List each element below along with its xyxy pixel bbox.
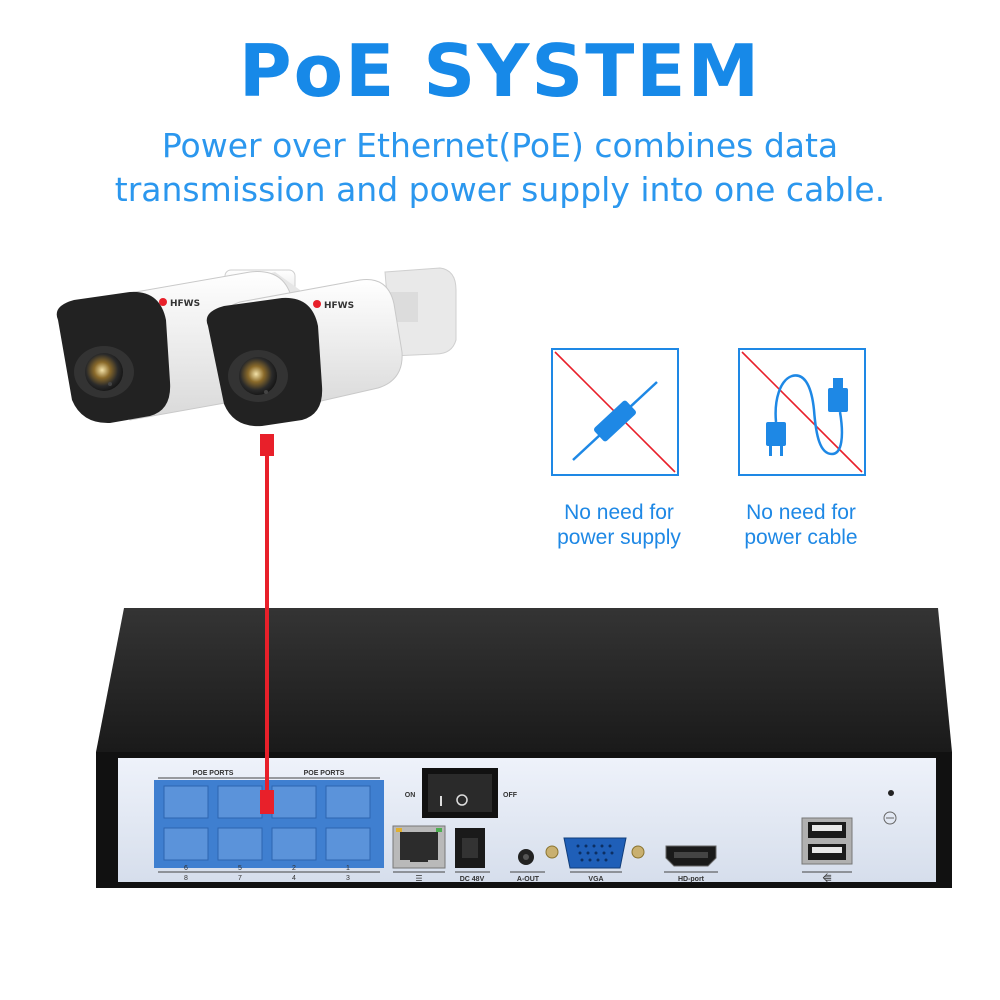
port-number: 8 [184,875,188,882]
page-title: PoE SYSTEM [238,29,762,113]
no-power-cable-icon [741,351,863,473]
port-number: 3 [346,875,350,882]
poe-port-5[interactable] [217,785,263,819]
subtitle-line-1: Power over Ethernet(PoE) combines data [161,126,839,165]
audio-out[interactable]: A-OUT [510,849,545,883]
lan-port[interactable]: ☰ [392,825,446,883]
dc-label: DC 48V [460,876,485,883]
reset-button[interactable] [888,790,894,796]
no-power-supply-box [551,348,679,476]
switch-on-label: ON [405,792,416,799]
aout-label: A-OUT [517,876,540,883]
hdmi-port[interactable]: HD-port [664,845,718,883]
poe-port-6[interactable] [163,785,209,819]
power-switch[interactable]: ON OFF [405,768,518,818]
feature-caption-power-cable: No need for power cable [744,501,858,549]
lan-symbol: ☰ [415,874,422,883]
poe-port-4[interactable] [271,827,317,861]
dc-input[interactable]: DC 48V [455,828,490,883]
no-power-cable-box [738,348,866,476]
usb-symbol: ⭅ [823,873,832,885]
poe-connection [260,434,274,814]
poe-port-7[interactable] [217,827,263,861]
port-number: 4 [292,875,296,882]
port-number: 1 [346,865,350,872]
camera-2: HFWS [206,267,457,427]
poe-port-3[interactable] [325,827,371,861]
subtitle-line-2: transmission and power supply into one c… [114,170,886,209]
hd-label: HD-port [678,876,705,883]
poe-port-1[interactable] [325,785,371,819]
vga-port[interactable]: VGA [545,837,645,883]
camera-2-brand: HFWS [324,301,354,311]
port-number: 2 [292,865,296,872]
poe-port-block: POE PORTS POE PORTS 6 5 2 1 8 7 4 3 [154,770,384,882]
poe-label-right: POE PORTS [304,770,345,777]
ground-screw [883,811,897,825]
feature-caption-power-supply: No need for power supply [557,501,681,549]
poe-label-left: POE PORTS [193,770,234,777]
port-number: 5 [238,865,242,872]
no-power-supply-icon [554,351,676,473]
switch-off-label: OFF [503,792,518,799]
vga-label: VGA [588,876,603,883]
nvr-top [96,608,952,752]
port-number: 6 [184,865,188,872]
usb-ports[interactable]: ⭅ [801,817,853,885]
poe-port-2[interactable] [271,785,317,819]
port-number: 7 [238,875,242,882]
camera-1-brand: HFWS [170,299,200,309]
poe-port-8[interactable] [163,827,209,861]
page-subtitle: Power over Ethernet(PoE) combines data t… [0,124,1000,212]
